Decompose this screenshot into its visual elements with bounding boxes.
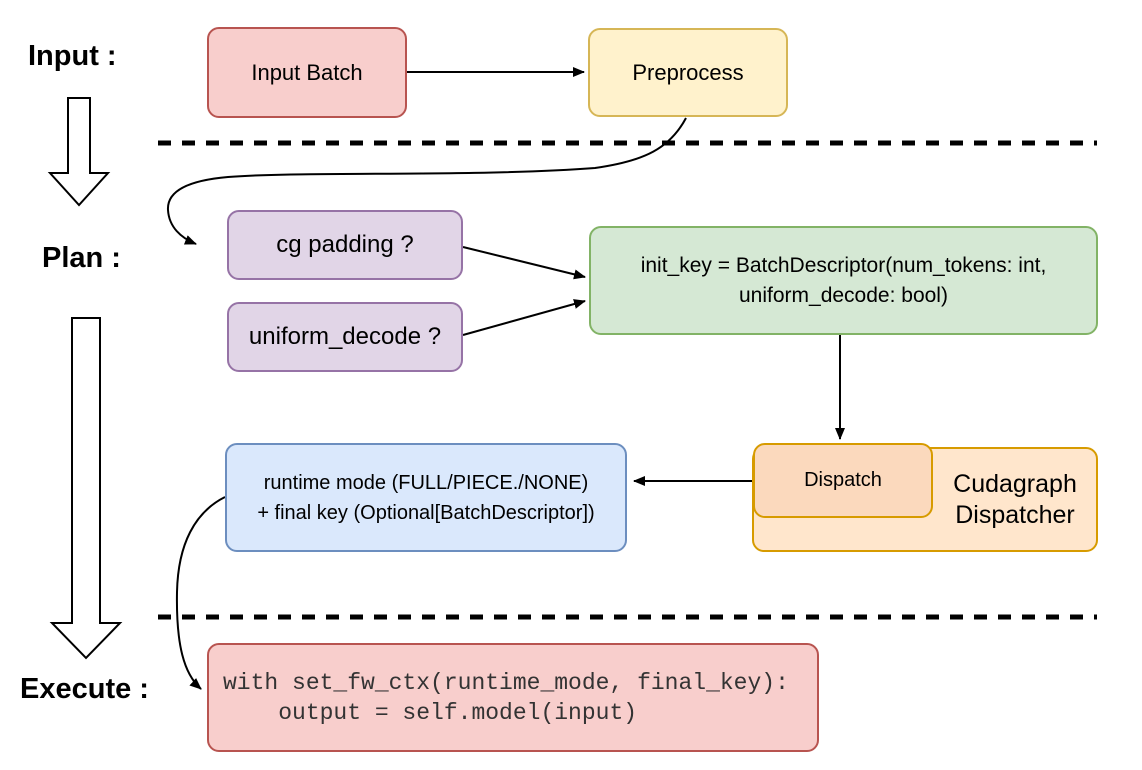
node-runtime-mode: runtime mode (FULL/PIECE./NONE) + final …: [225, 443, 627, 552]
cudagraph-dispatcher-label: Cudagraph Dispatcher: [953, 469, 1077, 529]
connector-uniform-decode-to-init-key: [462, 299, 586, 336]
connector-cg-padding-to-init-key: [462, 246, 586, 280]
node-dispatch: Dispatch: [753, 443, 933, 518]
node-preprocess: Preprocess: [588, 28, 788, 117]
stage-label-plan: Plan :: [42, 242, 121, 274]
connector-runtime-mode-to-execute-code: [175, 496, 226, 690]
stage-label-input: Input :: [28, 40, 117, 72]
node-init-key: init_key = BatchDescriptor(num_tokens: i…: [589, 226, 1098, 335]
connector-preprocess-to-cg-padding: [166, 117, 687, 245]
node-uniform-decode: uniform_decode ?: [227, 302, 463, 372]
node-input-batch: Input Batch: [207, 27, 407, 118]
node-execute-code: with set_fw_ctx(runtime_mode, final_key)…: [207, 643, 819, 752]
node-cg-padding: cg padding ?: [227, 210, 463, 280]
plan-to-execute-down-arrow-icon: [49, 317, 123, 660]
stage-label-execute: Execute :: [20, 673, 149, 705]
execute-code-text: with set_fw_ctx(runtime_mode, final_key)…: [223, 669, 789, 726]
input-to-plan-down-arrow-icon: [47, 97, 111, 207]
